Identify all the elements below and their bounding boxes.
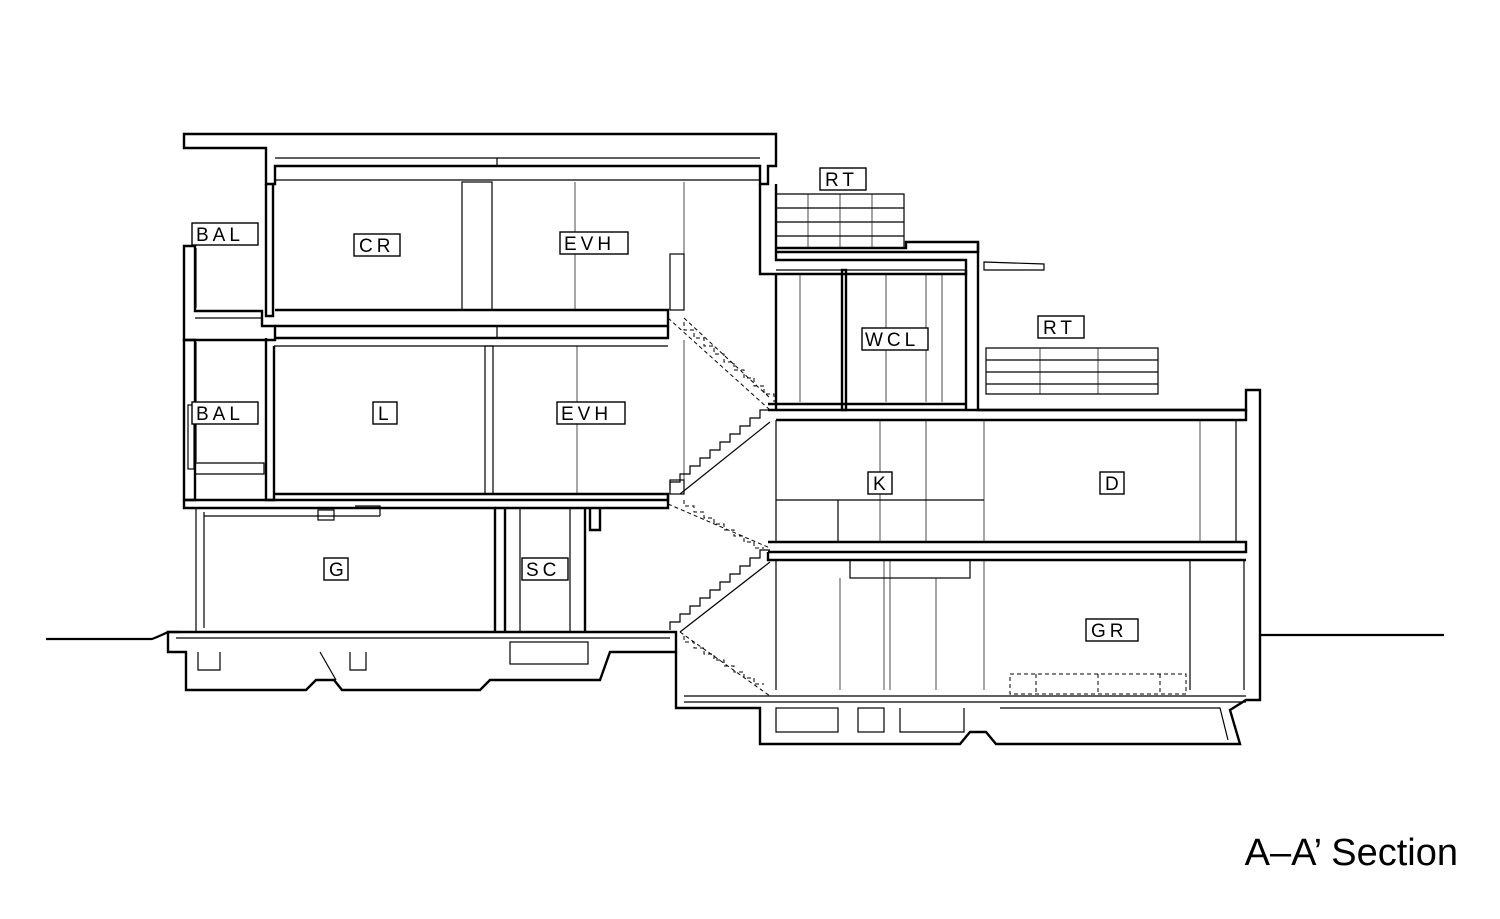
label-cr-text: CR (359, 236, 394, 257)
label-evh-lower-text: EVH (561, 404, 612, 425)
stair (667, 253, 775, 697)
drawing-title: A–A’ Section (1244, 832, 1458, 874)
label-gr: GR (1085, 618, 1139, 642)
label-k: K (867, 471, 893, 495)
label-rt-upper: RT (819, 167, 867, 191)
label-g: G (323, 557, 349, 581)
label-evh-lower: EVH (556, 401, 626, 425)
label-bal-lower: BAL (191, 401, 259, 425)
label-g-text: G (329, 560, 348, 581)
label-l-text: L (378, 404, 393, 425)
label-k-text: K (873, 474, 890, 495)
label-gr-text: GR (1091, 621, 1128, 642)
left-block-walls (166, 132, 778, 692)
label-rt-lower: RT (1037, 315, 1085, 339)
label-bal-lower-text: BAL (196, 404, 244, 425)
label-evh-upper-text: EVH (564, 234, 615, 255)
label-rt-upper-text: RT (825, 170, 858, 191)
right-block-walls (674, 184, 1262, 746)
label-sc-text: SC (526, 560, 560, 581)
label-wcl-text: WCL (865, 330, 919, 351)
label-bal-upper: BAL (191, 222, 259, 246)
label-d-text: D (1105, 474, 1123, 495)
label-sc: SC (521, 557, 569, 581)
label-wcl: WCL (861, 327, 929, 351)
label-d: D (1099, 471, 1125, 495)
label-rt-lower-text: RT (1043, 318, 1076, 339)
label-cr: CR (353, 233, 401, 257)
label-bal-upper-text: BAL (196, 225, 244, 246)
label-l: L (372, 401, 398, 425)
label-evh-upper: EVH (559, 231, 629, 255)
